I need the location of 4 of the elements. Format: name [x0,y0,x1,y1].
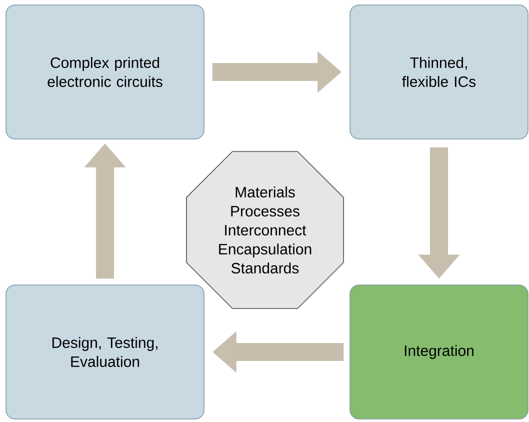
process-box: Thinned, flexible ICs [350,4,528,140]
process-box: Complex printed electronic circuits [6,4,204,140]
process-box: Integration [350,284,528,420]
process-box: Design, Testing, Evaluation [6,284,204,420]
